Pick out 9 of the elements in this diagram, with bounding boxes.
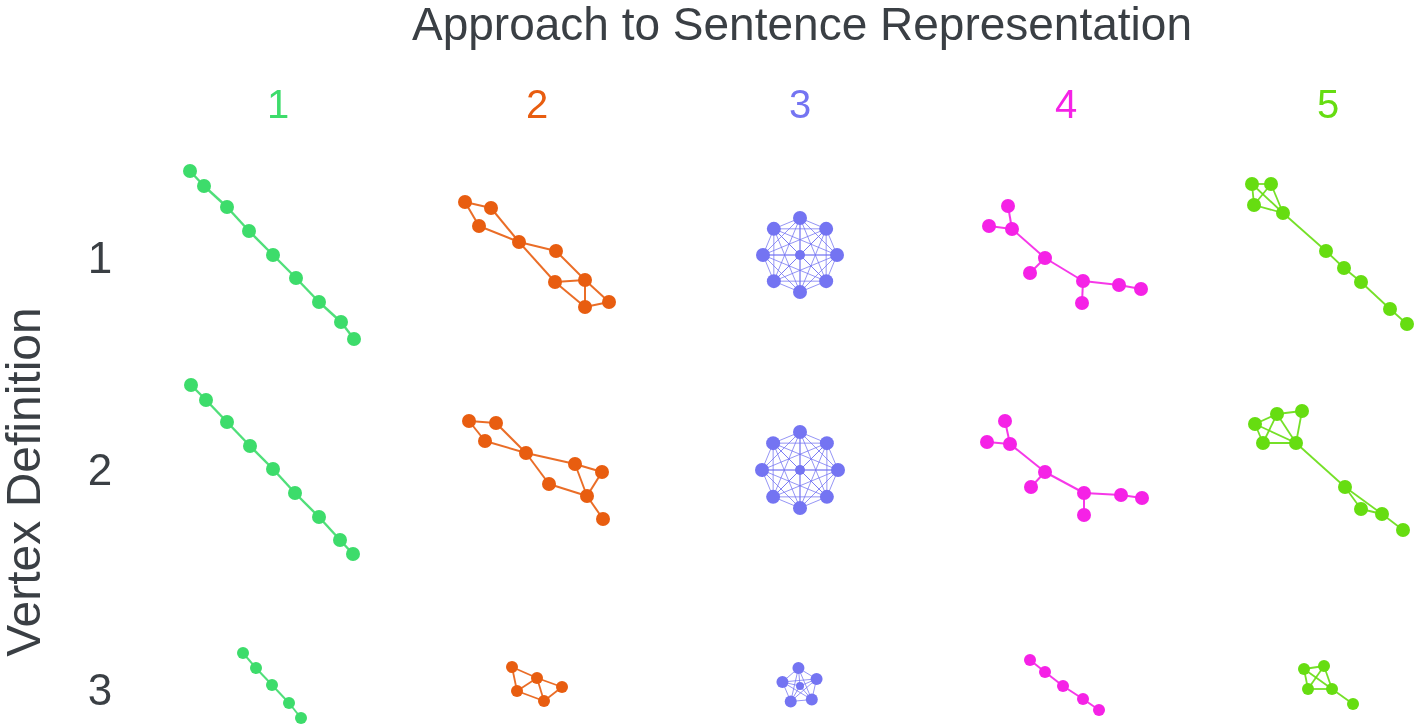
column-label: 2 — [525, 84, 549, 124]
column-label: 1 — [266, 84, 290, 124]
column-label: 4 — [1054, 84, 1078, 124]
column-label: 5 — [1316, 84, 1340, 124]
row-label: 1 — [87, 236, 113, 280]
row-label: 2 — [87, 448, 113, 492]
row-label: 3 — [87, 668, 113, 712]
column-label: 3 — [788, 84, 812, 124]
axis-title: Vertex Definition — [0, 307, 48, 657]
